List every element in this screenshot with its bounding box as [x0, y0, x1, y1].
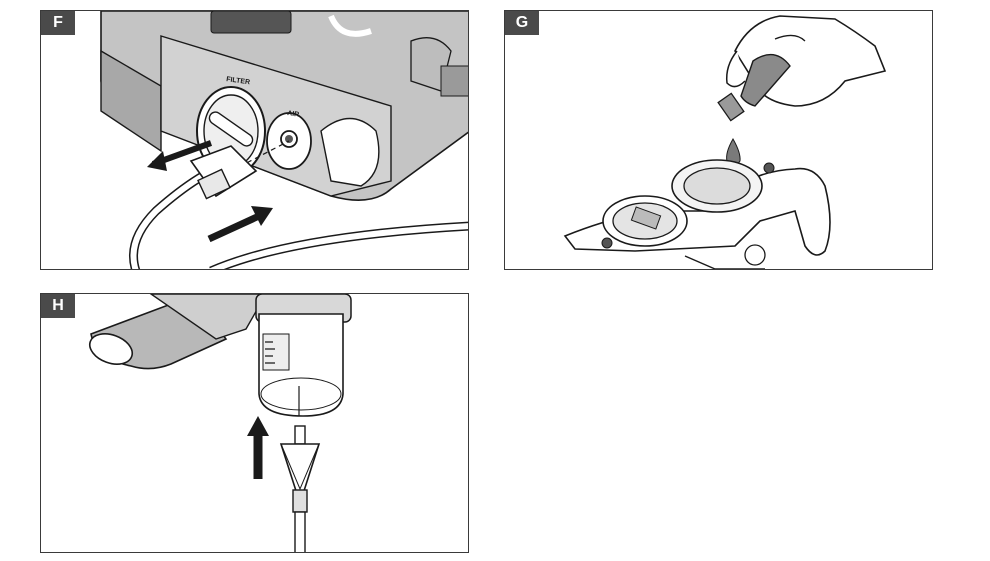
panel-g: G: [504, 10, 933, 270]
arrow-up-icon: [247, 416, 269, 479]
panel-label-h: H: [41, 294, 75, 318]
panel-label-f: F: [41, 11, 75, 35]
air-label: AIR: [287, 110, 300, 119]
panel-f: F FILTER AIR: [40, 10, 469, 270]
nebulizer-fill-illustration: [563, 15, 887, 269]
compressor-illustration: FILTER AIR: [100, 11, 468, 269]
arrow-in-icon: [207, 206, 273, 243]
panel-h: H: [40, 293, 469, 553]
arrow-out-icon: [147, 140, 213, 171]
panel-label-g: G: [505, 11, 539, 35]
nebulizer-connect-illustration: [88, 294, 352, 552]
filter-label: FILTER: [226, 76, 251, 86]
